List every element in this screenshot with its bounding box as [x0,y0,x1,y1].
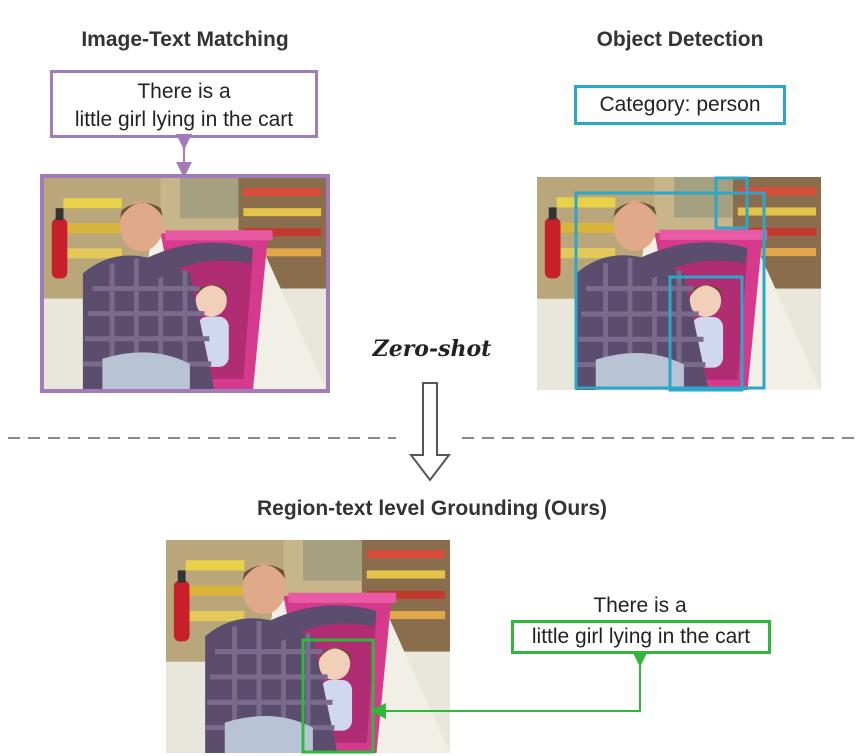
detection-boxes [574,176,766,392]
object-detection-heading: Object Detection [596,28,764,51]
zero-shot-label: Zero-shot [372,336,492,362]
grounding-caption-line-1: There is a [593,594,687,617]
person-box-girl [668,275,744,392]
grounding-heading: Region-text level Grounding (Ours) [256,497,608,520]
person-box-background [714,176,749,230]
caption-line-2: little girl lying in the cart [74,108,294,131]
grounding-box [301,638,375,754]
arrow-icon [370,651,648,719]
image-text-matching-heading: Image-Text Matching [81,28,289,51]
category-label-box: Category: person [574,85,786,125]
caption-line-1: There is a [137,80,231,103]
down-arrow-icon [408,382,452,482]
grounding-caption-box: little girl lying in the cart [511,620,771,654]
